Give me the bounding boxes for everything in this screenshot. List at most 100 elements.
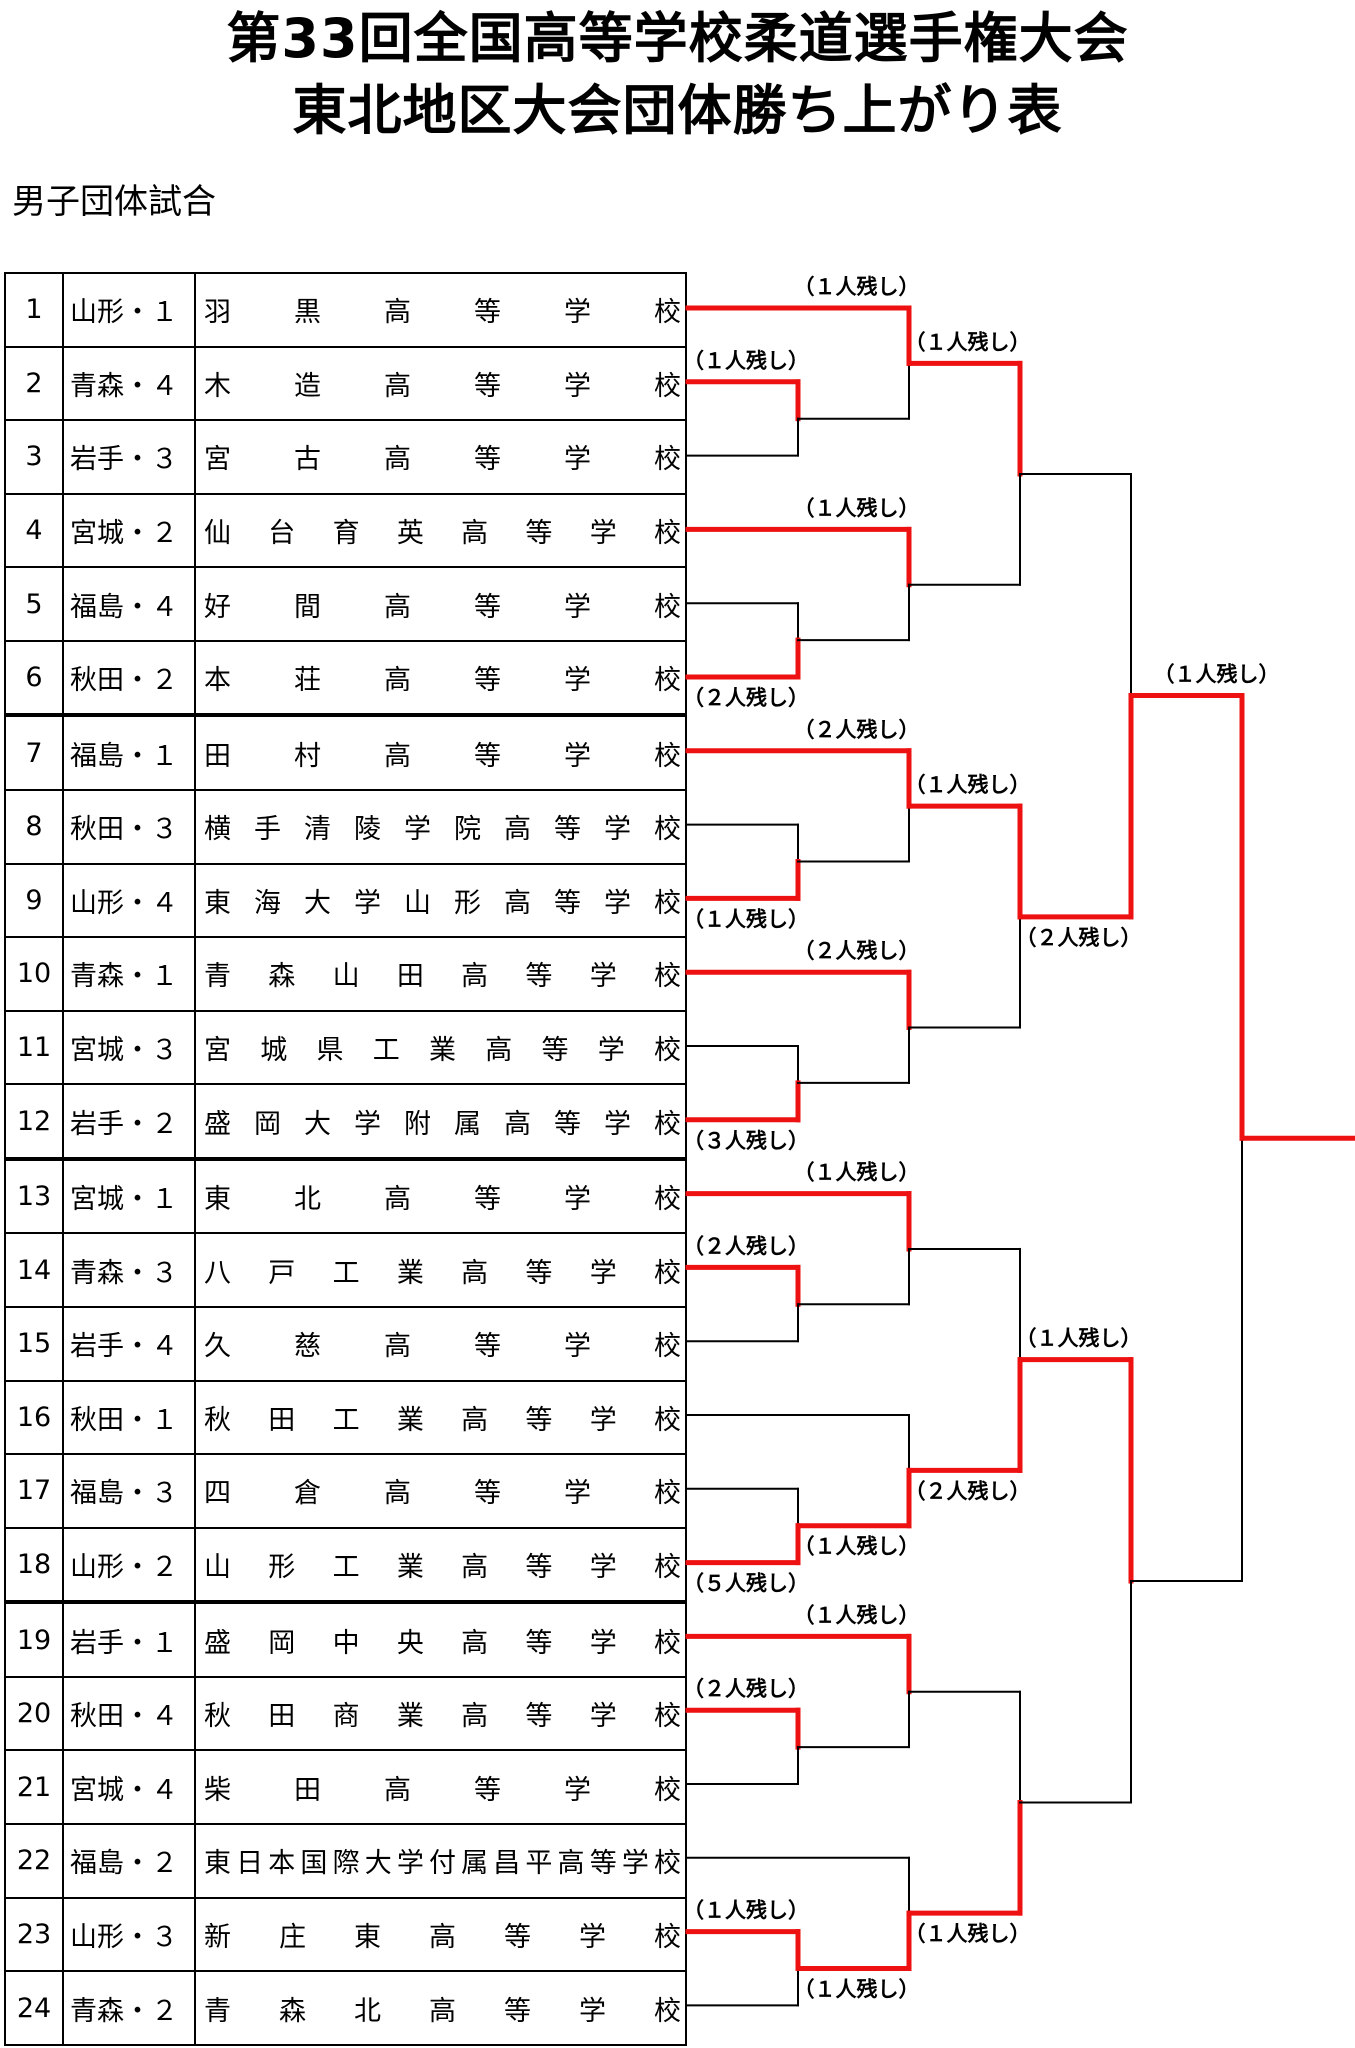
entry-number: 19 xyxy=(4,1600,64,1678)
entry-school: 柴田高等学校 xyxy=(204,1774,681,1806)
entry-number: 15 xyxy=(4,1306,64,1382)
entry-school: 木造高等学校 xyxy=(204,370,681,402)
entry-prefecture: 岩手・２ xyxy=(62,1083,196,1160)
entry-prefecture: 秋田・２ xyxy=(62,639,196,717)
match-result-label: （３人残し） xyxy=(683,1129,809,1153)
entry-school: 盛岡大学附属高等学校 xyxy=(204,1108,681,1140)
entry-school: 久慈高等学校 xyxy=(204,1331,681,1363)
page-title-line2: 東北地区大会団体勝ち上がり表 xyxy=(292,79,1063,142)
match-result-label: （１人残し） xyxy=(794,496,920,520)
entry-number: 2 xyxy=(4,345,64,422)
match-result-label: （１人残し） xyxy=(905,330,1031,354)
match-result-label: （１人残し） xyxy=(683,349,809,373)
entry-number: 10 xyxy=(4,936,64,1012)
entry-number: 24 xyxy=(4,1970,64,2046)
entry-number: 17 xyxy=(4,1453,64,1529)
entry-number: 21 xyxy=(4,1749,64,1825)
entry-school: 宮古高等学校 xyxy=(204,444,681,476)
entry-prefecture: 岩手・４ xyxy=(62,1306,196,1382)
entry-prefecture: 宮城・４ xyxy=(62,1749,196,1825)
match-result-label: （１人残し） xyxy=(905,773,1031,797)
match-result-label: （５人残し） xyxy=(683,1572,809,1596)
entry-prefecture: 岩手・１ xyxy=(62,1600,196,1678)
match-result-label: （１人残し） xyxy=(794,1535,920,1559)
entry-school: 羽黒高等学校 xyxy=(204,297,681,329)
entry-prefecture: 宮城・３ xyxy=(62,1009,196,1086)
entry-school: 秋田工業高等学校 xyxy=(204,1404,681,1436)
entry-number: 22 xyxy=(4,1823,64,1899)
entry-school: 秋田商業高等学校 xyxy=(204,1701,681,1733)
match-result-label: （１人残し） xyxy=(683,1899,809,1923)
match-result-label: （１人残し） xyxy=(905,1922,1031,1946)
entry-prefecture: 福島・２ xyxy=(62,1823,196,1899)
entry-school: 八戸工業高等学校 xyxy=(204,1257,681,1289)
entry-number: 4 xyxy=(4,492,64,569)
entry-prefecture: 山形・１ xyxy=(62,272,196,348)
entry-prefecture: 岩手・３ xyxy=(62,419,196,495)
entry-school: 仙台育英高等学校 xyxy=(204,517,681,549)
entry-number: 6 xyxy=(4,639,64,717)
match-result-label: （１人残し） xyxy=(794,275,920,299)
entry-school: 東北高等学校 xyxy=(204,1184,681,1216)
entry-number: 8 xyxy=(4,789,64,865)
entry-prefecture: 宮城・２ xyxy=(62,492,196,569)
entry-prefecture: 福島・１ xyxy=(62,713,196,791)
match-result-label: （２人残し） xyxy=(794,718,920,742)
match-result-label: （２人残し） xyxy=(683,1234,809,1258)
match-result-label: （１人残し） xyxy=(683,907,809,931)
entry-number: 16 xyxy=(4,1379,64,1456)
entry-prefecture: 青森・３ xyxy=(62,1232,196,1308)
entry-school: 田村高等学校 xyxy=(204,740,681,772)
entry-school: 好間高等学校 xyxy=(204,591,681,623)
entry-school: 横手清陵学院高等学校 xyxy=(204,814,681,846)
entry-prefecture: 山形・４ xyxy=(62,862,196,939)
entry-prefecture: 秋田・３ xyxy=(62,789,196,865)
entry-prefecture: 山形・３ xyxy=(62,1896,196,1973)
entry-number: 20 xyxy=(4,1675,64,1752)
match-result-label: （２人残し） xyxy=(905,1479,1031,1503)
entry-school: 新庄東高等学校 xyxy=(204,1921,681,1953)
match-result-label: （１人残し） xyxy=(794,1161,920,1185)
entry-number: 7 xyxy=(4,713,64,791)
entry-number: 11 xyxy=(4,1009,64,1086)
entry-prefecture: 青森・１ xyxy=(62,936,196,1012)
entry-number: 9 xyxy=(4,862,64,939)
match-result-label: （２人残し） xyxy=(683,1677,809,1701)
page-title-line1: 第33回全国高等学校柔道選手権大会 xyxy=(226,7,1129,70)
entry-school: 東日本国際大学付属昌平高等学校 xyxy=(204,1848,681,1880)
entry-prefecture: 福島・４ xyxy=(62,566,196,642)
entry-number: 1 xyxy=(4,272,64,348)
entry-number: 23 xyxy=(4,1896,64,1973)
entry-school: 青森北高等学校 xyxy=(204,1995,681,2027)
match-result-label: （２人残し） xyxy=(1016,926,1142,950)
entry-prefecture: 青森・２ xyxy=(62,1970,196,2046)
entry-prefecture: 福島・３ xyxy=(62,1453,196,1529)
entry-prefecture: 宮城・１ xyxy=(62,1156,196,1235)
match-result-label: （２人残し） xyxy=(683,686,809,710)
entry-number: 3 xyxy=(4,419,64,495)
entry-prefecture: 山形・２ xyxy=(62,1526,196,1604)
entry-school: 東海大学山形高等学校 xyxy=(204,887,681,919)
